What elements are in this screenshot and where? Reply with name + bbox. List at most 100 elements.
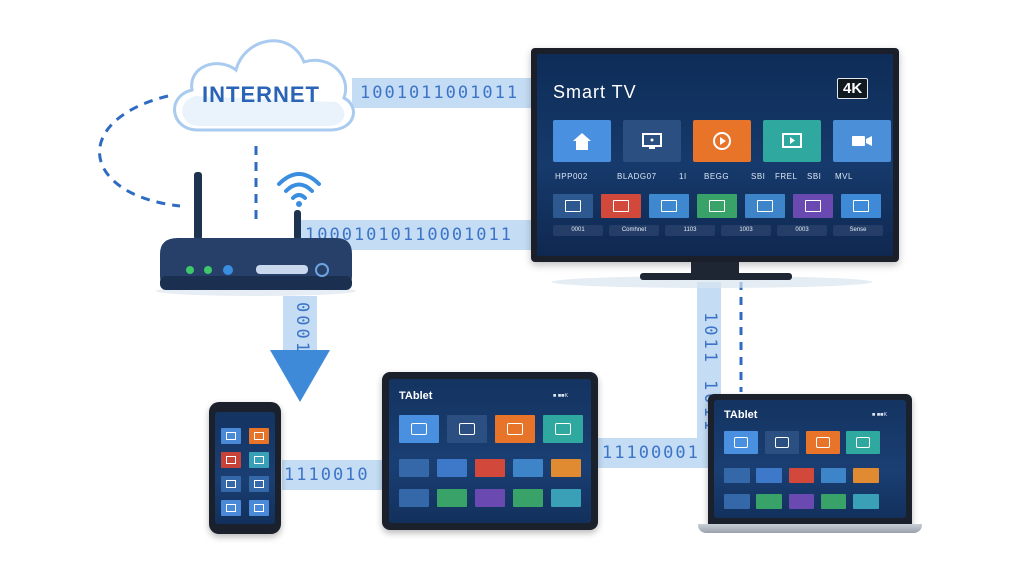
wifi-icon <box>277 172 321 207</box>
tv-app-tile[interactable] <box>623 120 681 162</box>
device-app-tile[interactable] <box>853 493 879 509</box>
phone-app-tile[interactable] <box>249 500 269 516</box>
bitstream-tv-down-left: 1011 <box>700 312 720 365</box>
internet-cloud: INTERNET <box>160 18 360 133</box>
tv-app-label: 1I <box>679 172 687 181</box>
device-app-tile[interactable] <box>475 489 505 507</box>
tv-stand-base <box>640 273 792 280</box>
device-app-tile[interactable] <box>475 459 505 477</box>
app-glyph-icon <box>226 432 236 440</box>
app-glyph-icon <box>856 437 871 448</box>
router-icon <box>160 172 352 290</box>
device-app-tile[interactable] <box>495 415 535 443</box>
device-app-tile[interactable] <box>399 489 429 507</box>
play-circle-icon <box>710 130 734 152</box>
device-app-tile[interactable] <box>724 468 750 484</box>
bitstream-cloud-tv: 1001011001011 <box>360 83 520 103</box>
device-app-tile[interactable] <box>551 489 581 507</box>
device-app-tile[interactable] <box>399 415 439 443</box>
wifi-dashed-link <box>98 94 181 208</box>
device-app-tile[interactable] <box>820 493 847 509</box>
device-app-tile[interactable] <box>399 459 429 477</box>
tv-app-label: BEGG <box>704 172 730 181</box>
device-app-tile[interactable] <box>788 468 815 484</box>
tv-app-tile[interactable] <box>553 120 611 162</box>
tv-app-label: BLADG07 <box>617 172 657 181</box>
tablet-status: ■ ■■K <box>553 393 569 399</box>
device-app-tile[interactable] <box>543 415 583 443</box>
device-app-tile[interactable] <box>756 493 782 509</box>
device-app-tile[interactable] <box>551 459 581 477</box>
tv-shortcut-label: 1103 <box>665 225 715 236</box>
laptop-title: TAblet <box>724 409 758 421</box>
phone-app-tile[interactable] <box>249 476 269 492</box>
tv-app-tile[interactable] <box>833 120 891 162</box>
shortcut-glyph-icon <box>853 200 869 212</box>
app-glyph-icon <box>774 437 789 448</box>
bitstream-router-phone: 0001 <box>292 302 312 355</box>
device-app-tile[interactable] <box>853 468 879 484</box>
video-icon <box>850 130 874 152</box>
phone-app-tile[interactable] <box>249 428 269 444</box>
app-glyph-icon <box>411 423 427 435</box>
tv-app-tile[interactable] <box>763 120 821 162</box>
device-app-tile[interactable] <box>447 415 487 443</box>
bitstream-router-tv: 10001010110001011 <box>305 225 513 245</box>
device-app-tile[interactable] <box>764 430 799 455</box>
device-app-tile[interactable] <box>788 493 815 509</box>
tv-shortcut-tile[interactable] <box>649 194 689 218</box>
phone-app-tile[interactable] <box>249 452 269 468</box>
app-glyph-icon <box>226 456 236 464</box>
device-app-tile[interactable] <box>756 468 782 484</box>
tv-shortcut-tile[interactable] <box>841 194 881 218</box>
tv-4k-badge: 4K <box>837 78 869 99</box>
shortcut-glyph-icon <box>709 200 725 212</box>
app-glyph-icon <box>555 423 571 435</box>
app-glyph-icon <box>254 504 264 512</box>
bitstream-tablet-laptop: 11100001 <box>602 443 700 463</box>
app-glyph-icon <box>226 504 236 512</box>
tv-shortcut-tile[interactable] <box>601 194 641 218</box>
phone-app-tile[interactable] <box>221 476 241 492</box>
tv-shadow <box>552 276 872 288</box>
tv-shortcut-tile[interactable] <box>697 194 737 218</box>
bitstream-phone-tablet: 1110010 <box>284 465 370 485</box>
tablet-screen: TAblet ■ ■■K <box>389 379 591 523</box>
device-app-tile[interactable] <box>437 459 467 477</box>
shortcut-glyph-icon <box>661 200 677 212</box>
device-app-tile[interactable] <box>513 489 543 507</box>
shortcut-glyph-icon <box>757 200 773 212</box>
device-app-tile[interactable] <box>724 430 758 455</box>
tv-app-tile[interactable] <box>693 120 751 162</box>
device-app-tile[interactable] <box>805 430 840 455</box>
device-app-tile[interactable] <box>820 468 847 484</box>
tablet: TAblet ■ ■■K <box>382 372 598 530</box>
app-glyph-icon <box>459 423 475 435</box>
phone-app-tile[interactable] <box>221 452 241 468</box>
tv-app-label: FREL <box>775 172 798 181</box>
tv-shortcut-label: 0001 <box>553 225 603 236</box>
tv-shortcut-tile[interactable] <box>793 194 833 218</box>
device-app-tile[interactable] <box>513 459 543 477</box>
laptop-screen: TAblet ■ ■■K <box>714 400 906 518</box>
phone-app-tile[interactable] <box>221 428 241 444</box>
link-tablet-laptop <box>598 438 721 468</box>
device-app-tile[interactable] <box>437 489 467 507</box>
app-glyph-icon <box>815 437 830 448</box>
app-glyph-icon <box>507 423 523 435</box>
link-phone-tablet <box>282 460 382 490</box>
tv-shortcut-tile[interactable] <box>553 194 593 218</box>
phone-app-tile[interactable] <box>221 500 241 516</box>
tv-shortcut-tile[interactable] <box>745 194 785 218</box>
tablet-title: TAblet <box>399 390 433 402</box>
shortcut-glyph-icon <box>613 200 629 212</box>
device-app-tile[interactable] <box>724 493 750 509</box>
link-cloud-tv <box>352 78 534 108</box>
tv-app-label: SBI <box>751 172 766 181</box>
shortcut-glyph-icon <box>805 200 821 212</box>
device-app-tile[interactable] <box>846 430 881 455</box>
tv-stand-neck <box>691 262 739 274</box>
